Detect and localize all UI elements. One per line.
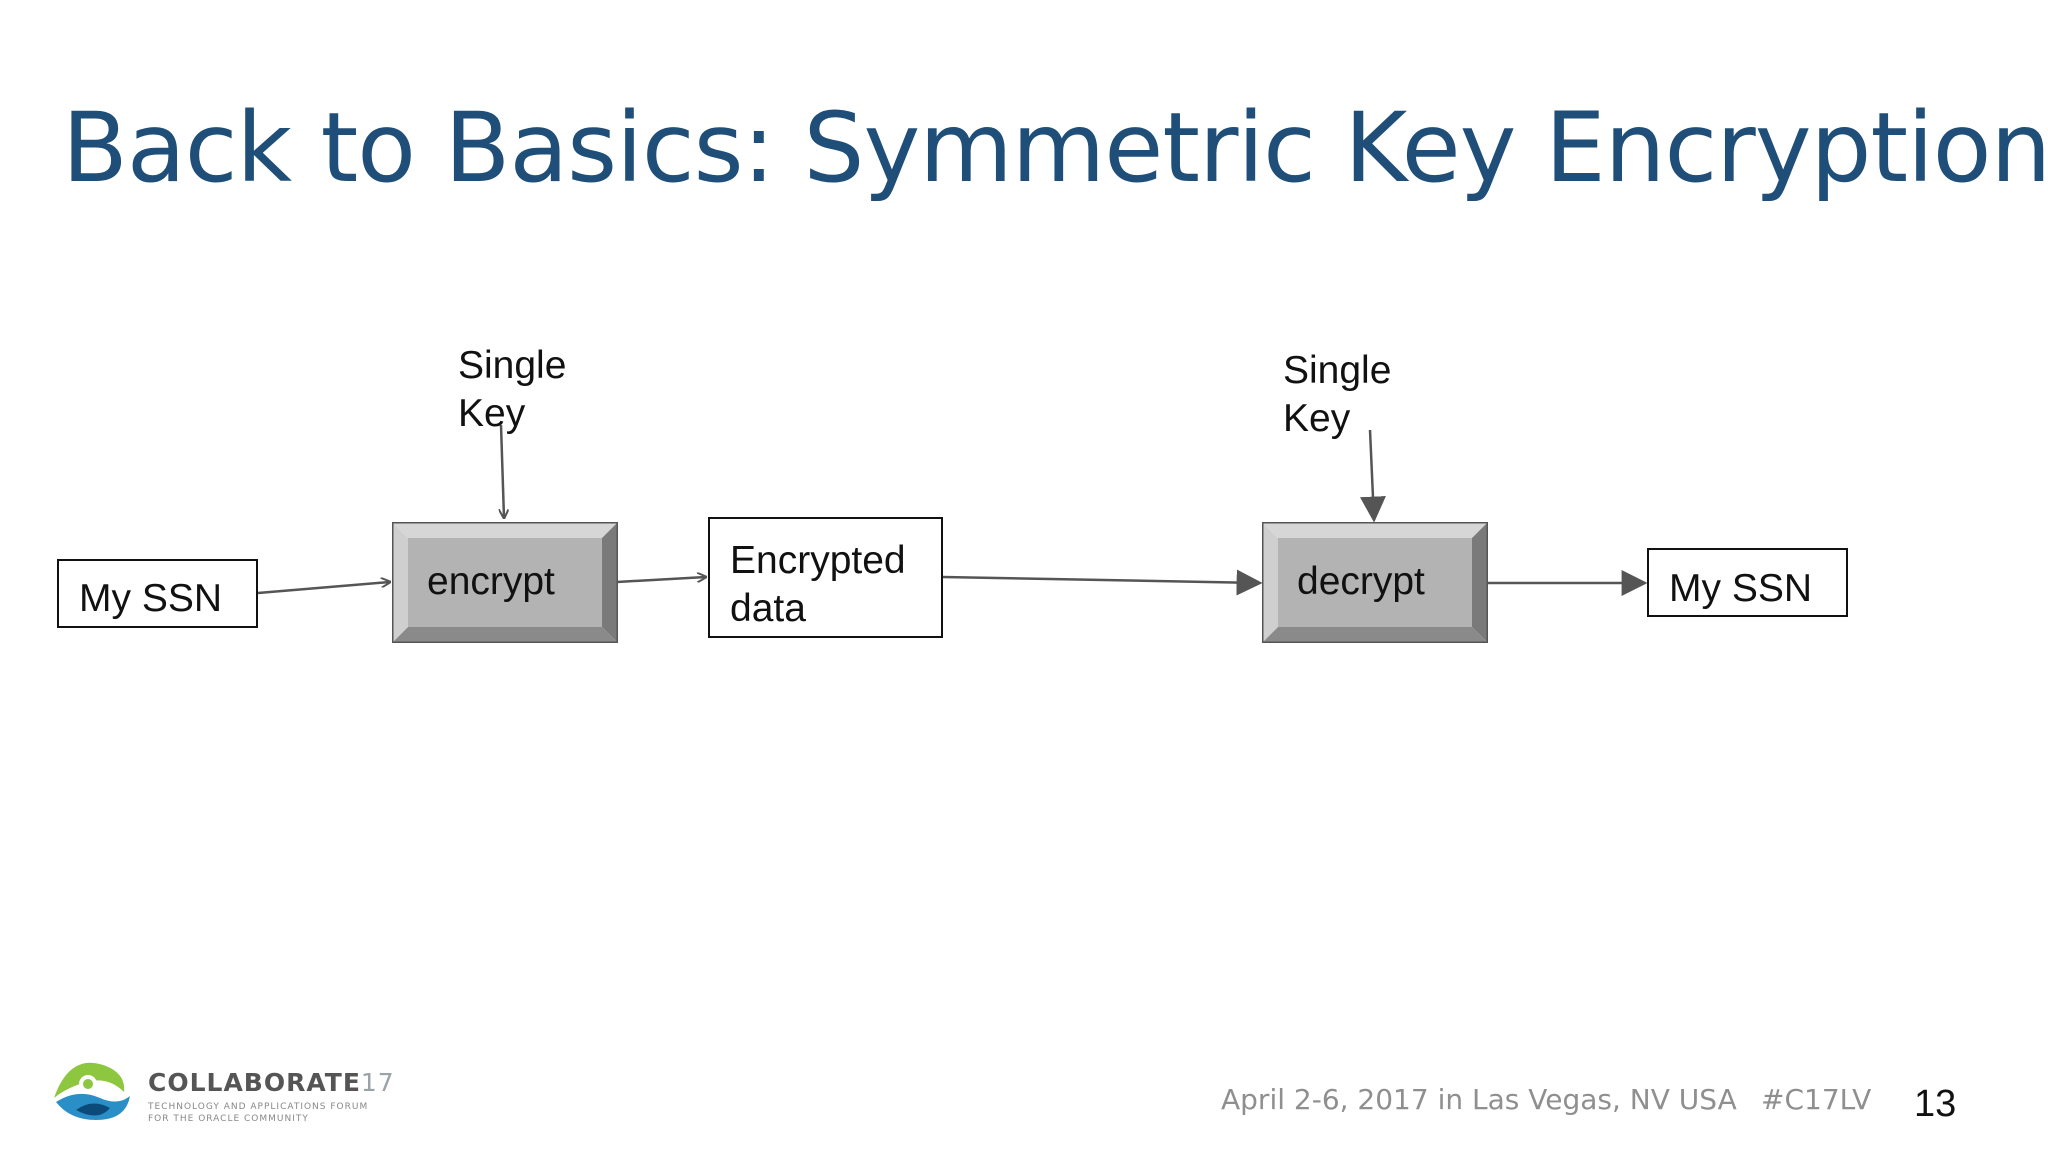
logo-name: COLLABORATE <box>148 1068 361 1097</box>
collaborate-logo-icon <box>54 1062 130 1120</box>
slide-title: Back to Basics: Symmetric Key Encryption <box>62 92 2048 204</box>
key-label-left-line2: Key <box>458 392 526 435</box>
key-label-right-line1: Single <box>1283 349 1392 392</box>
logo-tagline-2: FOR THE ORACLE COMMUNITY <box>148 1114 309 1124</box>
decrypt-label: decrypt <box>1297 560 1425 603</box>
decrypt-bevel <box>1262 522 1488 643</box>
encrypted-data-box: Encrypted data <box>708 517 943 638</box>
encrypted-data-label-line1: Encrypted <box>730 539 906 582</box>
collaborate-logo: COLLABORATE17 TECHNOLOGY AND APPLICATION… <box>48 1058 428 1128</box>
input-ssn-label: My SSN <box>79 577 223 620</box>
arrow-encrypt-to-encrypted-data <box>616 577 706 584</box>
output-ssn-box: My SSN <box>1647 548 1848 617</box>
arrow-encrypted-data-to-decrypt <box>942 569 1263 596</box>
arrow-input-to-encrypt <box>257 582 390 595</box>
encrypt-bevel <box>392 522 618 643</box>
input-ssn-box: My SSN <box>57 559 258 628</box>
logo-tagline-1: TECHNOLOGY AND APPLICATIONS FORUM <box>148 1102 369 1112</box>
encrypt-box: encrypt <box>392 522 618 643</box>
encrypt-label: encrypt <box>427 560 555 603</box>
collaborate-logo-wordmark: COLLABORATE17 <box>148 1068 395 1097</box>
logo-year: 17 <box>360 1068 395 1097</box>
key-label-right-line2: Key <box>1283 397 1351 440</box>
arrow-key-to-decrypt <box>1359 429 1386 523</box>
arrow-key-to-encrypt <box>501 424 504 518</box>
key-label-left-line1: Single <box>458 344 567 387</box>
encrypted-data-label-line2: data <box>730 587 806 630</box>
footer-event-text: April 2-6, 2017 in Las Vegas, NV USA <box>1221 1083 1737 1116</box>
decrypt-box: decrypt <box>1262 522 1488 643</box>
slide-number: 13 <box>1914 1083 1957 1125</box>
output-ssn-label: My SSN <box>1669 567 1813 610</box>
footer-hashtag: #C17LV <box>1761 1083 1872 1116</box>
